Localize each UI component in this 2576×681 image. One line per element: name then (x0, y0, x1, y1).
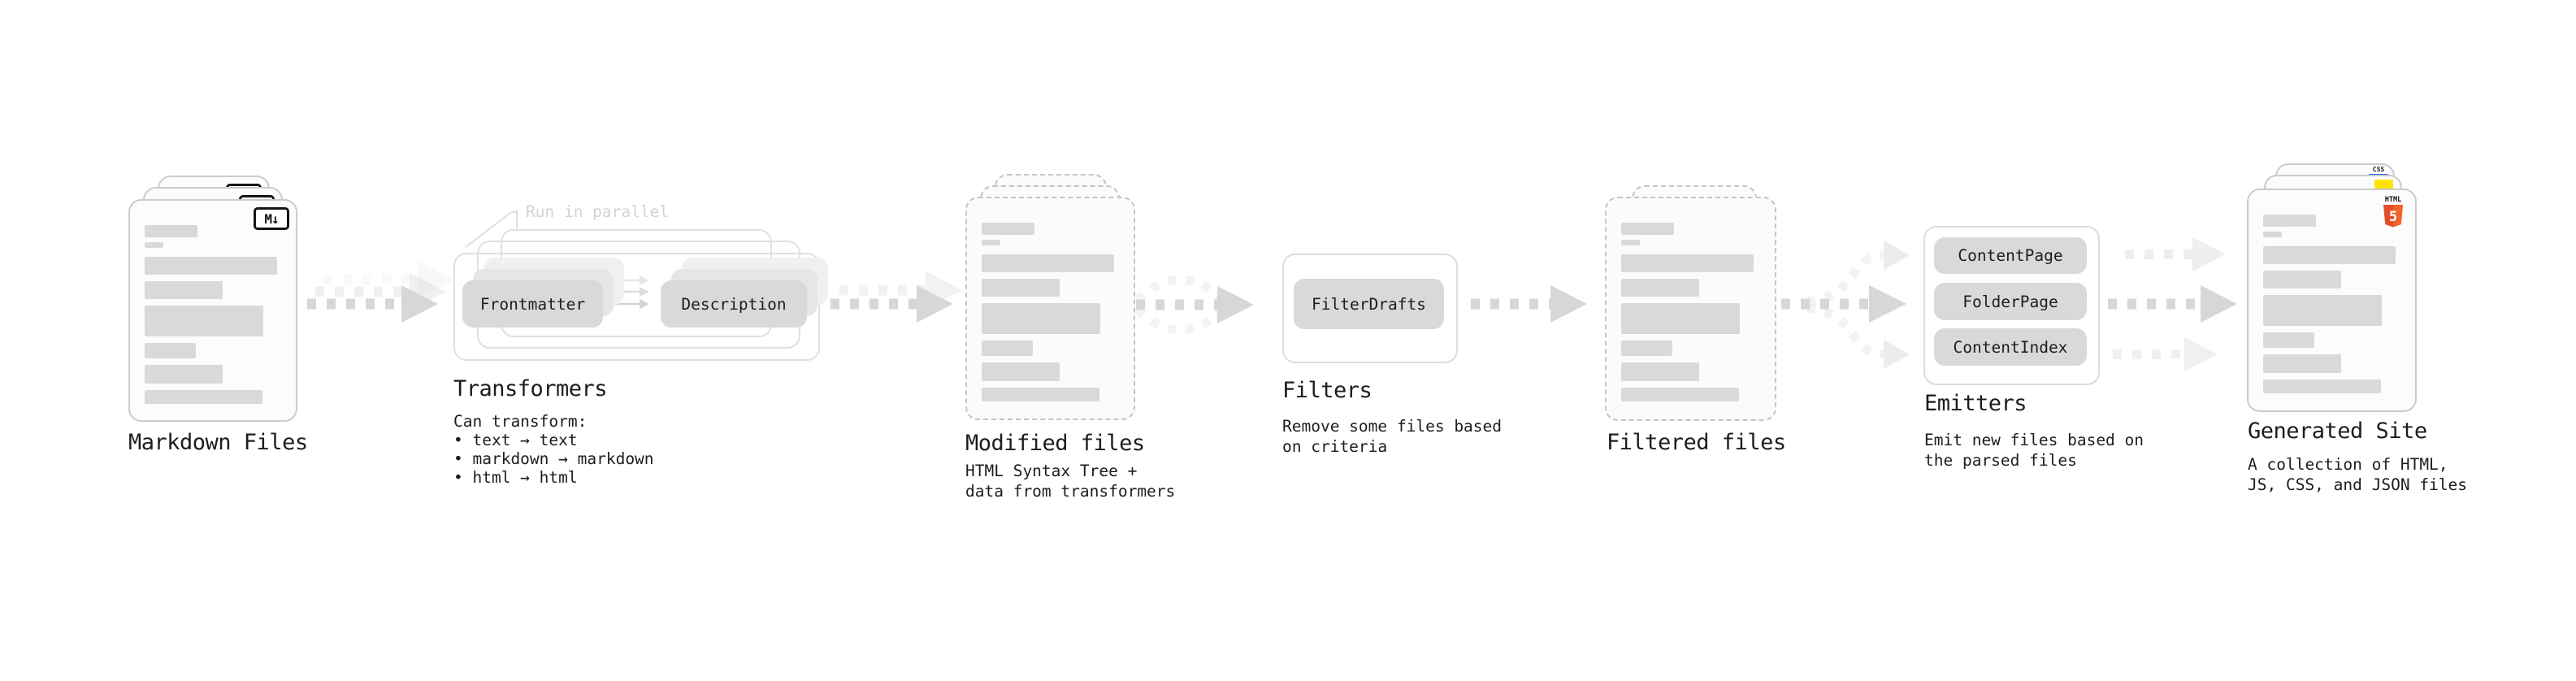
markdown-icon: M↓ (254, 207, 289, 230)
description-box: Description (661, 280, 807, 327)
description-line: JS, CSS, and JSON files (2248, 475, 2468, 494)
html5-number: 5 (2389, 209, 2397, 225)
modified-doc-front (965, 197, 1135, 420)
filters-description: Remove some files based on criteria (1282, 416, 1502, 457)
markdown-doc-front: M↓ (128, 199, 297, 422)
html5-icon: HTML 5 (2383, 196, 2403, 228)
generated-site-description: A collection of HTML, JS, CSS, and JSON … (2248, 454, 2467, 495)
modified-files-title: Modified files (965, 431, 1145, 456)
run-in-parallel-label: Run in parallel (526, 202, 670, 221)
arrow-filtered-to-emitters-icon (1781, 241, 1910, 369)
description-line: on criteria (1282, 437, 1388, 456)
js-icon (2374, 180, 2393, 191)
description-line: data from transformers (965, 482, 1176, 501)
folderpage-box: FolderPage (1934, 283, 2087, 320)
arrow-transformers-to-modified-icon (830, 271, 962, 323)
modified-files-description: HTML Syntax Tree + data from transformer… (965, 461, 1175, 501)
frontmatter-box: Frontmatter (462, 280, 603, 327)
description-line: Remove some files based (1282, 417, 1503, 436)
description-line: • text → text (453, 431, 578, 449)
arrow-emitters-to-site-icon (2108, 237, 2237, 371)
site-doc-html: HTML 5 (2247, 189, 2417, 412)
description-line: • markdown → markdown (453, 449, 654, 468)
markdown-files-title: Markdown Files (128, 430, 308, 455)
description-line: the parsed files (1924, 451, 2077, 470)
transformers-description: Can transform: • text → text • markdown … (453, 412, 654, 487)
run-in-parallel-leader-line (465, 210, 518, 248)
contentindex-box: ContentIndex (1934, 328, 2087, 366)
html5-shield-right (2393, 205, 2403, 228)
transformers-title: Transformers (453, 376, 608, 401)
description-line: • html → html (453, 468, 578, 487)
description-line: Emit new files based on (1924, 431, 2144, 449)
markdown-badge-label: M↓ (264, 210, 279, 227)
filters-title: Filters (1282, 378, 1373, 403)
description-line: Can transform: (453, 412, 588, 431)
description-line: A collection of HTML, (2248, 455, 2448, 474)
description-line: HTML Syntax Tree + (965, 462, 1138, 480)
css-badge-label: CSS (2372, 166, 2385, 173)
arrow-filters-to-filtered-icon (1471, 285, 1587, 323)
contentpage-box: ContentPage (1934, 237, 2087, 274)
html5-wordmark: HTML (2385, 196, 2401, 204)
generated-site-title: Generated Site (2248, 419, 2427, 444)
filtered-doc-front (1605, 197, 1776, 421)
transformers-card-front (453, 253, 820, 361)
emitters-title: Emitters (1924, 391, 2027, 416)
arrow-modified-to-filters-icon (1134, 275, 1254, 335)
emitters-description: Emit new files based on the parsed files (1924, 430, 2144, 471)
filterdrafts-box: FilterDrafts (1294, 279, 1444, 329)
filtered-files-title: Filtered files (1607, 430, 1786, 455)
arrow-markdown-to-transformers-icon (307, 261, 454, 323)
